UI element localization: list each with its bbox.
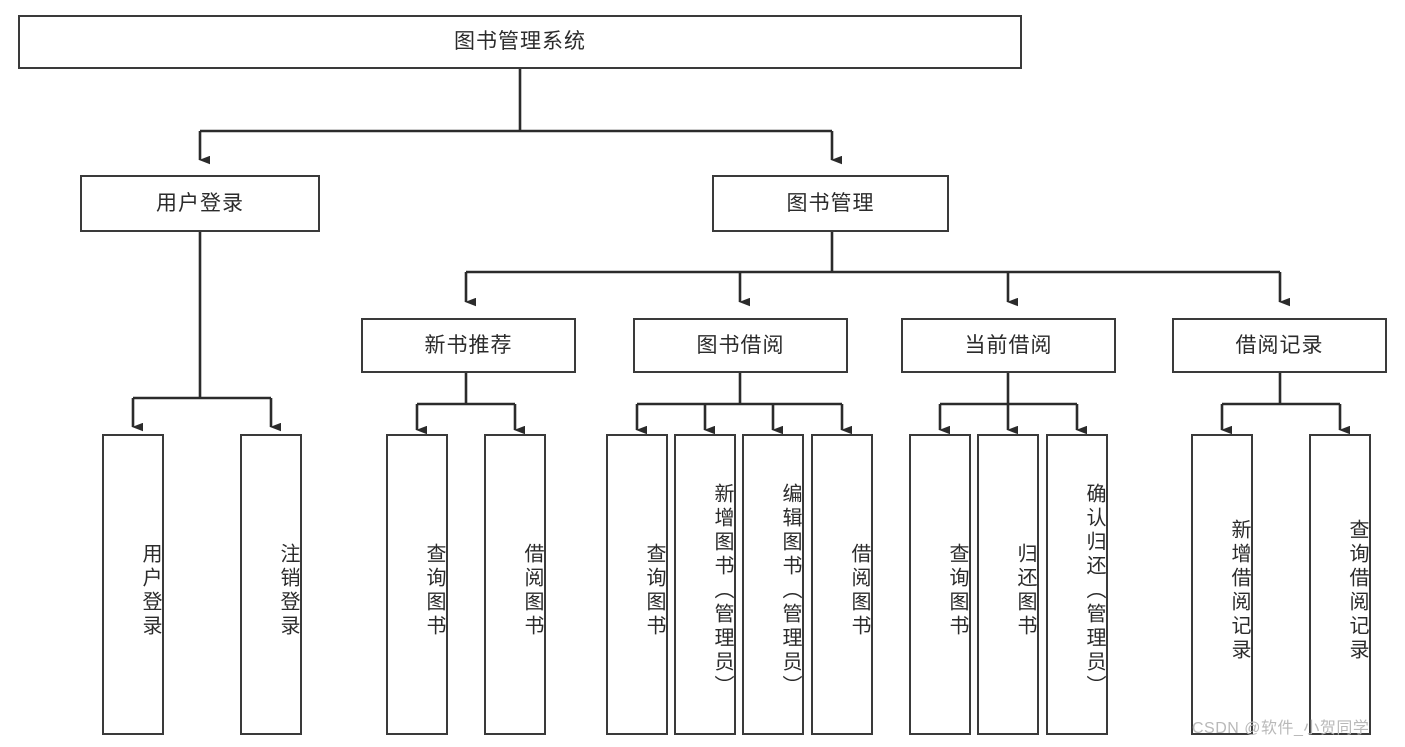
node-leaf-borrow-book-1-label: 借阅图书	[521, 542, 543, 639]
node-leaf-edit-book-label: 编辑图书（管理员）	[779, 482, 801, 699]
node-leaf-edit-book[interactable]: 编辑图书（管理员）	[742, 434, 804, 735]
node-leaf-borrow-book-1[interactable]: 借阅图书	[484, 434, 546, 735]
node-leaf-query-record-label: 查询借阅记录	[1346, 518, 1368, 663]
node-leaf-borrow-book-2-label: 借阅图书	[848, 542, 870, 639]
node-leaf-add-record[interactable]: 新增借阅记录	[1191, 434, 1253, 735]
node-book-manage[interactable]: 图书管理	[712, 175, 949, 232]
node-borrow-record-label: 借阅记录	[1235, 333, 1324, 357]
node-leaf-query-book-2-label: 查询图书	[643, 542, 665, 639]
node-leaf-user-login[interactable]: 用户登录	[102, 434, 164, 735]
node-leaf-return-book[interactable]: 归还图书	[977, 434, 1039, 735]
node-user-login-label: 用户登录	[156, 191, 244, 215]
node-leaf-add-book[interactable]: 新增图书（管理员）	[674, 434, 736, 735]
node-current-borrow[interactable]: 当前借阅	[901, 318, 1116, 373]
csdn-watermark: CSDN @软件_小贺同学	[1192, 720, 1370, 737]
node-leaf-query-book-1[interactable]: 查询图书	[386, 434, 448, 735]
node-book-borrow-label: 图书借阅	[696, 333, 785, 357]
node-leaf-query-book-3[interactable]: 查询图书	[909, 434, 971, 735]
node-new-book-rec-label: 新书推荐	[424, 333, 513, 357]
node-borrow-record[interactable]: 借阅记录	[1172, 318, 1387, 373]
node-leaf-query-record[interactable]: 查询借阅记录	[1309, 434, 1371, 735]
node-leaf-confirm-return[interactable]: 确认归还（管理员）	[1046, 434, 1108, 735]
node-user-login[interactable]: 用户登录	[80, 175, 320, 232]
node-leaf-query-book-3-label: 查询图书	[946, 542, 968, 639]
node-leaf-user-login-label: 用户登录	[139, 542, 161, 639]
node-book-manage-label: 图书管理	[786, 191, 875, 215]
node-leaf-logout-login-label: 注销登录	[277, 542, 299, 639]
node-new-book-rec[interactable]: 新书推荐	[361, 318, 576, 373]
node-book-borrow[interactable]: 图书借阅	[633, 318, 848, 373]
node-leaf-logout-login[interactable]: 注销登录	[240, 434, 302, 735]
node-root[interactable]: 图书管理系统	[18, 15, 1022, 69]
node-leaf-return-book-label: 归还图书	[1014, 542, 1036, 639]
node-leaf-borrow-book-2[interactable]: 借阅图书	[811, 434, 873, 735]
node-root-label: 图书管理系统	[454, 30, 586, 54]
node-current-borrow-label: 当前借阅	[964, 333, 1053, 357]
node-leaf-confirm-return-label: 确认归还（管理员）	[1083, 482, 1105, 699]
node-leaf-add-book-label: 新增图书（管理员）	[711, 482, 733, 699]
node-leaf-query-book-1-label: 查询图书	[423, 542, 445, 639]
node-leaf-query-book-2[interactable]: 查询图书	[606, 434, 668, 735]
node-leaf-add-record-label: 新增借阅记录	[1228, 518, 1250, 663]
